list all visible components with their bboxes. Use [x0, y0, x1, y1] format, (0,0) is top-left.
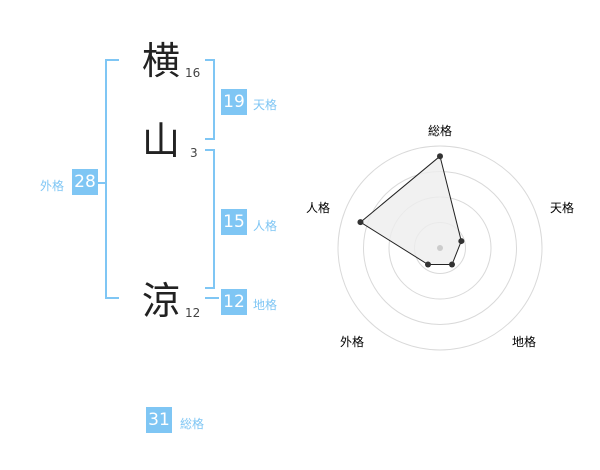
tenkaku-bracket-top [205, 59, 215, 61]
radar-point [437, 153, 443, 160]
gaikaku-badge: 28 [72, 169, 98, 195]
jinkaku-bracket-vertical [213, 149, 215, 289]
name-char-2: 山 [142, 119, 181, 163]
radar-axis-label-gaikaku: 外格 [340, 334, 364, 349]
gaikaku-bracket-vertical [105, 59, 107, 299]
radar-ring [337, 145, 543, 351]
radar-axis-label-jinkaku: 人格 [306, 200, 330, 215]
tenkaku-badge: 19 [221, 89, 247, 115]
chikaku-badge: 12 [221, 289, 247, 315]
chikaku-label: 地格 [253, 298, 278, 312]
radar-point [448, 261, 455, 268]
gaikaku-label: 外格 [40, 179, 65, 193]
tenkaku-label: 天格 [253, 98, 278, 112]
radar-point [425, 261, 432, 268]
tenkaku-bracket-vertical [213, 59, 215, 140]
gaikaku-bracket-top [105, 59, 119, 61]
soukaku-label: 総格 [180, 417, 205, 431]
name-char-1-strokes: 16 [185, 66, 201, 80]
tenkaku-bracket-bottom [205, 138, 215, 140]
radar-axis-label-chikaku: 地格 [512, 334, 536, 349]
radar-polygon [359, 155, 462, 265]
radar-point [458, 238, 465, 245]
radar-axis-label-tenkaku: 天格 [550, 200, 574, 215]
radar-point [357, 219, 364, 226]
name-char-3: 涼 [142, 279, 181, 323]
soukaku-badge: 31 [146, 407, 172, 433]
name-char-1: 横 [142, 39, 181, 83]
gaikaku-bracket-tick [98, 182, 106, 184]
jinkaku-badge: 15 [221, 209, 247, 235]
jinkaku-label: 人格 [253, 219, 278, 233]
jinkaku-bracket-top [205, 149, 215, 151]
radar-axis-label-soukaku: 総格 [428, 123, 452, 138]
chikaku-bracket-top [205, 297, 219, 299]
radar-center [437, 245, 443, 251]
name-char-2-strokes: 3 [190, 146, 198, 160]
jinkaku-bracket-bottom [205, 287, 215, 289]
radar-points [357, 153, 465, 268]
gaikaku-bracket-bottom [105, 297, 119, 299]
name-char-3-strokes: 12 [185, 306, 201, 320]
